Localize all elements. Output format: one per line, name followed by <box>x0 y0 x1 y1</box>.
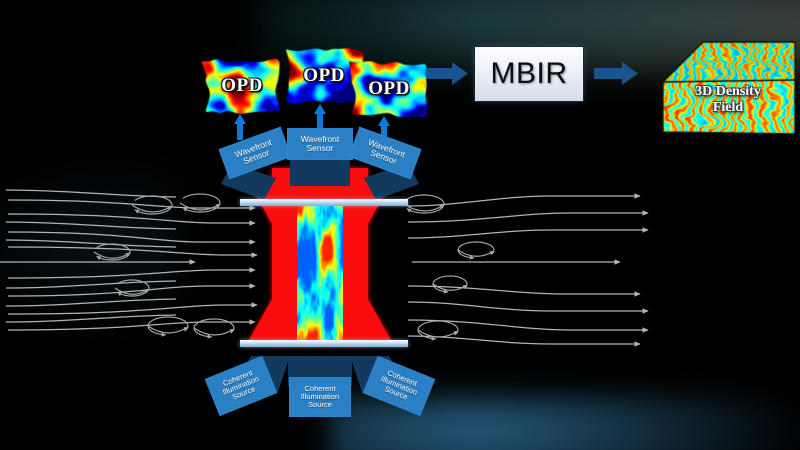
vortex-curl <box>193 318 235 339</box>
vortex-curl <box>193 327 235 336</box>
turbulence-column <box>297 203 343 343</box>
streamline <box>5 298 177 307</box>
sensor-to-opd-arrow-right <box>378 116 390 142</box>
detector-face-center <box>290 160 350 186</box>
opd-map-right[interactable]: OPD <box>348 56 430 122</box>
streamline <box>407 210 649 223</box>
streamline <box>407 227 649 239</box>
opd-map-left[interactable]: OPD <box>201 55 283 117</box>
mbir-processor-block[interactable]: MBIR <box>474 46 584 102</box>
streamline <box>7 283 256 297</box>
vortex-curl <box>457 249 495 257</box>
streamline <box>5 314 177 323</box>
coherent-source-right-label: Coherent Illumination Source <box>379 367 419 402</box>
vortex-curl <box>93 251 131 259</box>
opd-map-left-label: OPD <box>221 75 263 96</box>
vortex-curl <box>406 194 445 214</box>
streamline <box>7 199 256 211</box>
streamline <box>7 231 256 245</box>
vortex-curls <box>93 193 495 341</box>
vortex-curl <box>131 204 173 213</box>
mbir-to-density-arrow <box>594 62 638 85</box>
streamline <box>5 239 177 248</box>
vortex-curl <box>432 275 468 294</box>
streamline <box>7 246 258 258</box>
streamline <box>407 335 641 347</box>
streamline <box>5 280 177 289</box>
streamline <box>7 213 256 226</box>
vortex-curl <box>134 195 173 215</box>
sensor-to-opd-arrow-left <box>234 114 246 140</box>
sensor-to-opd-arrows <box>234 104 390 142</box>
density-field-label: 3D Density Field <box>695 84 761 115</box>
streamline <box>407 285 641 297</box>
vortex-curl <box>457 241 495 260</box>
vortex-curl <box>147 316 189 337</box>
density-field-block[interactable]: 3D Density Field <box>657 28 797 138</box>
vortex-curl <box>116 279 150 297</box>
mbir-label: MBIR <box>490 57 568 90</box>
opd-to-mbir-arrow <box>424 62 468 85</box>
vortex-curl <box>147 325 189 334</box>
coherent-source-left-label: Coherent Illumination Source <box>221 367 261 402</box>
streamline <box>407 193 641 207</box>
streamline <box>7 302 258 315</box>
upper-optical-plate <box>240 199 408 206</box>
vortex-curl <box>417 329 459 338</box>
streamline <box>5 221 177 230</box>
vortex-curl <box>417 320 459 341</box>
sensor-to-opd-arrow-center <box>314 104 326 130</box>
opd-map-right-label: OPD <box>368 78 410 99</box>
coherent-source-center[interactable]: Coherent Illumination Source <box>289 377 351 417</box>
vortex-curl <box>182 193 221 213</box>
vortex-curl <box>96 243 131 261</box>
streamline <box>407 319 649 333</box>
streamline <box>7 267 256 279</box>
vortex-curl <box>114 287 150 295</box>
vortex-curl <box>179 202 221 211</box>
streamline <box>407 301 649 314</box>
lower-optical-plate <box>240 340 408 347</box>
vortex-curl <box>432 283 468 291</box>
coherent-source-center-label: Coherent Illumination Source <box>300 383 340 410</box>
